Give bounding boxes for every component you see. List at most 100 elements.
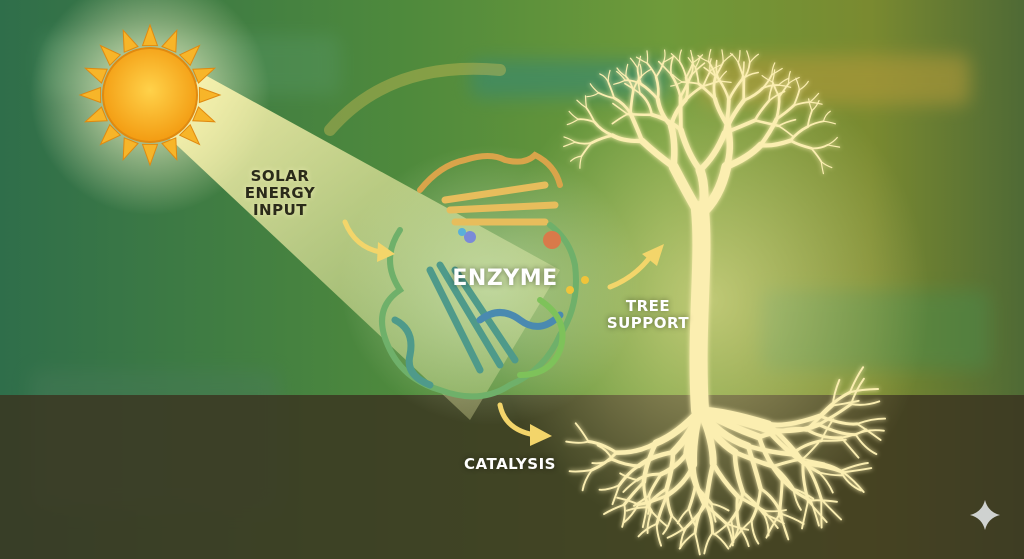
label-line: ENERGY bbox=[244, 183, 316, 202]
tree-root bbox=[840, 436, 860, 459]
tree-root bbox=[809, 499, 838, 503]
tree-branch bbox=[788, 70, 791, 85]
tree-root bbox=[646, 510, 653, 534]
tree-branch bbox=[775, 95, 781, 121]
tree-root bbox=[818, 414, 859, 426]
arrow-solar-to-enzyme bbox=[342, 219, 383, 255]
tree-branch bbox=[806, 120, 825, 128]
tree-root bbox=[732, 450, 746, 495]
tree-branch bbox=[637, 74, 641, 95]
tree-branch bbox=[737, 61, 745, 80]
tree-root bbox=[745, 443, 763, 491]
sun-ray bbox=[161, 28, 178, 53]
tree-branch bbox=[679, 49, 682, 63]
tree-root bbox=[641, 506, 648, 529]
tree-branch bbox=[749, 53, 759, 64]
tree-branch bbox=[722, 53, 734, 63]
tree-root bbox=[801, 461, 810, 503]
tree-branch bbox=[679, 61, 687, 79]
tree-branch bbox=[709, 64, 722, 72]
tree-branch bbox=[742, 87, 764, 102]
tree-branch bbox=[585, 107, 596, 124]
tree-root bbox=[687, 483, 697, 511]
sun-ray bbox=[99, 44, 122, 67]
tree-branch bbox=[593, 120, 614, 137]
label-line: TREE bbox=[625, 297, 671, 315]
tree-branch bbox=[789, 125, 810, 142]
tree-root bbox=[750, 519, 760, 545]
tree-branch bbox=[629, 89, 635, 115]
tree-branch bbox=[808, 98, 813, 112]
sun-ray bbox=[192, 67, 217, 84]
tree-branch bbox=[758, 138, 793, 148]
tree-root bbox=[685, 501, 708, 529]
tree-root bbox=[647, 494, 651, 515]
tree-root bbox=[792, 487, 815, 500]
label-catalysis: CATALYSIS bbox=[464, 455, 556, 473]
tree-branch bbox=[670, 55, 674, 76]
sun-ray bbox=[78, 86, 102, 104]
tree-root bbox=[610, 457, 641, 468]
tree-branch bbox=[709, 58, 712, 72]
tree-branch bbox=[574, 141, 593, 145]
tree-branch bbox=[793, 89, 801, 107]
tree-branch bbox=[778, 82, 790, 98]
sun-ray bbox=[122, 28, 139, 53]
tree-root bbox=[850, 400, 881, 406]
tree-root bbox=[641, 440, 659, 485]
tree-glow bbox=[490, 60, 930, 540]
tree-root bbox=[856, 422, 882, 441]
tree-branch bbox=[777, 118, 797, 127]
tree-branch bbox=[566, 118, 579, 126]
tree-branch bbox=[625, 63, 629, 77]
tree-root bbox=[662, 514, 673, 535]
tree-root bbox=[637, 522, 658, 538]
tree-branch bbox=[723, 141, 764, 170]
tree-branch bbox=[576, 99, 587, 109]
tree-branch bbox=[789, 139, 813, 150]
sun-ray bbox=[99, 123, 122, 146]
tree-branch bbox=[629, 57, 639, 69]
tree-root bbox=[741, 490, 766, 516]
tree-root bbox=[650, 510, 669, 528]
tree-root bbox=[683, 406, 704, 457]
tree-branch bbox=[771, 69, 776, 83]
tree-branch bbox=[761, 84, 780, 90]
tree-branch bbox=[687, 57, 697, 69]
tree-root bbox=[848, 366, 865, 394]
tree-root bbox=[665, 487, 674, 517]
label-enzyme: ENZYME bbox=[452, 266, 558, 291]
tree-branch bbox=[771, 62, 776, 76]
tree-branch bbox=[737, 50, 741, 64]
tree-branch bbox=[667, 122, 678, 170]
tree-branch bbox=[809, 101, 823, 105]
tree-branch bbox=[611, 113, 629, 125]
tree-branch bbox=[626, 112, 654, 116]
tree-root bbox=[762, 509, 779, 529]
tree-root bbox=[710, 502, 717, 523]
tree-branch bbox=[563, 141, 576, 148]
sun-ray bbox=[178, 123, 201, 146]
tree-branch bbox=[597, 91, 615, 99]
tree-branch bbox=[624, 82, 641, 95]
tree-root bbox=[647, 472, 663, 498]
tree-root bbox=[777, 477, 784, 517]
tree-root bbox=[839, 469, 863, 492]
tree-root bbox=[568, 469, 593, 473]
tree-branch bbox=[722, 118, 757, 135]
sun-ray bbox=[161, 137, 178, 162]
tree-root bbox=[713, 519, 733, 536]
tree-root bbox=[670, 514, 686, 533]
tree-branch bbox=[579, 155, 583, 169]
tree-branch bbox=[761, 75, 774, 83]
tree-branch bbox=[811, 100, 820, 112]
tree-root bbox=[704, 501, 715, 535]
tree-root bbox=[633, 494, 651, 507]
label-line: INPUT bbox=[252, 200, 308, 219]
tree-root bbox=[807, 499, 828, 524]
tree-root bbox=[818, 471, 834, 494]
tree-branch bbox=[712, 75, 717, 101]
tree-branch bbox=[740, 71, 759, 81]
tree-root bbox=[840, 428, 868, 439]
tree-root bbox=[801, 461, 843, 473]
